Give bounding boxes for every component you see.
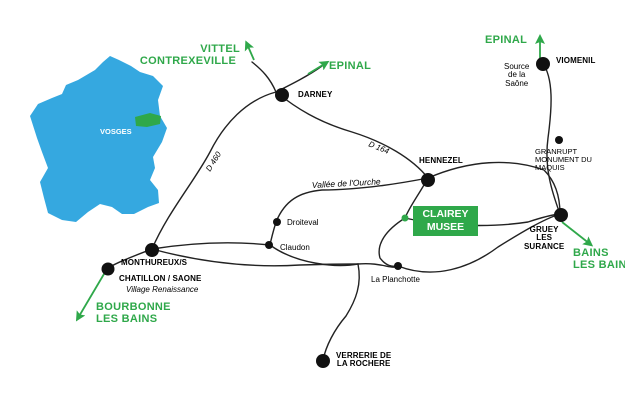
town-verrerie-line2: LA ROCHERE bbox=[336, 359, 391, 369]
arrow-bains bbox=[561, 221, 594, 247]
dot-claudon bbox=[265, 241, 273, 249]
dest-vittel-line1: VITTEL bbox=[200, 43, 240, 55]
town-darney: DARNEY bbox=[298, 90, 333, 99]
dot-musee bbox=[401, 214, 409, 222]
dest-bourbonne: BOURBONNE LES BAINS bbox=[96, 301, 171, 325]
road-hennezel-musee bbox=[378, 177, 429, 267]
dot-granrupt bbox=[555, 136, 563, 144]
region-label-vosges: VOSGES bbox=[100, 127, 132, 136]
dest-vittel-line2: CONTREXEVILLE bbox=[139, 54, 237, 67]
dot-verrerie bbox=[316, 354, 330, 368]
place-village: Village Renaissance bbox=[126, 285, 199, 294]
dot-hennezel bbox=[421, 173, 435, 187]
road-viomenil-gruey bbox=[541, 61, 561, 215]
dest-bains-line1: BAINS bbox=[573, 247, 609, 259]
road-label-vallee: Vallée de l'Ourche bbox=[312, 176, 382, 190]
town-gruey-line2: LES bbox=[536, 233, 553, 243]
dest-epinal-east: EPINAL bbox=[485, 34, 528, 46]
place-granrupt-line2: MONUMENT DU bbox=[535, 154, 592, 164]
place-source-line3: Saône bbox=[505, 78, 529, 88]
france-outline bbox=[30, 56, 167, 222]
road-monthureux-local bbox=[151, 248, 359, 267]
musee-line1: CLAIREY bbox=[422, 208, 469, 220]
dot-planchotte bbox=[394, 262, 402, 270]
arrow-bourbonne bbox=[75, 273, 105, 322]
dest-bains-line2: LES BAINS bbox=[573, 258, 625, 271]
town-chatillon: CHATILLON / SAONE bbox=[119, 274, 202, 283]
dest-epinal-north: EPINAL bbox=[329, 60, 372, 72]
clairey-musee-box: CLAIREY MUSEE bbox=[413, 206, 478, 236]
road-d164 bbox=[275, 91, 429, 179]
place-droiteval: Droiteval bbox=[287, 218, 319, 227]
dot-chatillon bbox=[101, 262, 115, 276]
musee-line2: MUSEE bbox=[426, 221, 465, 233]
dest-bourbonne-line2: LES BAINS bbox=[96, 312, 158, 325]
dest-bourbonne-line1: BOURBONNE bbox=[96, 301, 171, 313]
road-vittel-darney bbox=[251, 61, 277, 93]
road-d54 bbox=[151, 242, 271, 250]
town-hennezel: HENNEZEL bbox=[419, 156, 463, 165]
road-verrerie bbox=[322, 263, 360, 361]
place-planchotte: La Planchotte bbox=[371, 275, 420, 284]
road-hennezel-gruey bbox=[427, 161, 561, 215]
town-monthureux: MONTHUREUX/S bbox=[121, 258, 188, 267]
road-label-d460: D 460 bbox=[204, 150, 223, 173]
dot-monthureux bbox=[145, 243, 159, 257]
place-granrupt-line1: GRANRUPT bbox=[535, 147, 578, 156]
dot-darney bbox=[275, 88, 289, 102]
vosges-department bbox=[135, 113, 161, 127]
place-source-line1: Source bbox=[504, 62, 530, 71]
arrow-vittel bbox=[244, 40, 255, 61]
dot-droiteval bbox=[273, 218, 281, 226]
town-gruey-line1: GRUEY bbox=[529, 225, 559, 234]
town-gruey: GRUEY LES SURANCE bbox=[524, 225, 565, 251]
dest-vittel: VITTEL CONTREXEVILLE bbox=[136, 43, 240, 67]
road-vallee-ourche bbox=[269, 177, 429, 246]
arrow-epinal-north bbox=[307, 60, 330, 75]
road-label-d164: D 164 bbox=[367, 140, 391, 157]
town-verrerie: VERRERIE DE LA ROCHERE bbox=[336, 351, 392, 369]
place-claudon: Claudon bbox=[280, 243, 310, 252]
place-source-line2: de la bbox=[508, 70, 526, 80]
road-d460 bbox=[151, 91, 277, 250]
dot-gruey bbox=[554, 208, 568, 222]
town-gruey-line3: SURANCE bbox=[524, 241, 565, 251]
place-granrupt-line3: MAQUIS bbox=[535, 162, 565, 172]
town-verrerie-line1: VERRERIE DE bbox=[336, 351, 392, 360]
place-granrupt: GRANRUPT MONUMENT DU MAQUIS bbox=[535, 148, 592, 172]
place-source: Source de la Saône bbox=[504, 62, 530, 88]
town-viomenil: VIOMENIL bbox=[556, 56, 596, 65]
dot-viomenil bbox=[536, 57, 550, 71]
dest-bains: BAINS LES BAINS bbox=[573, 247, 625, 271]
